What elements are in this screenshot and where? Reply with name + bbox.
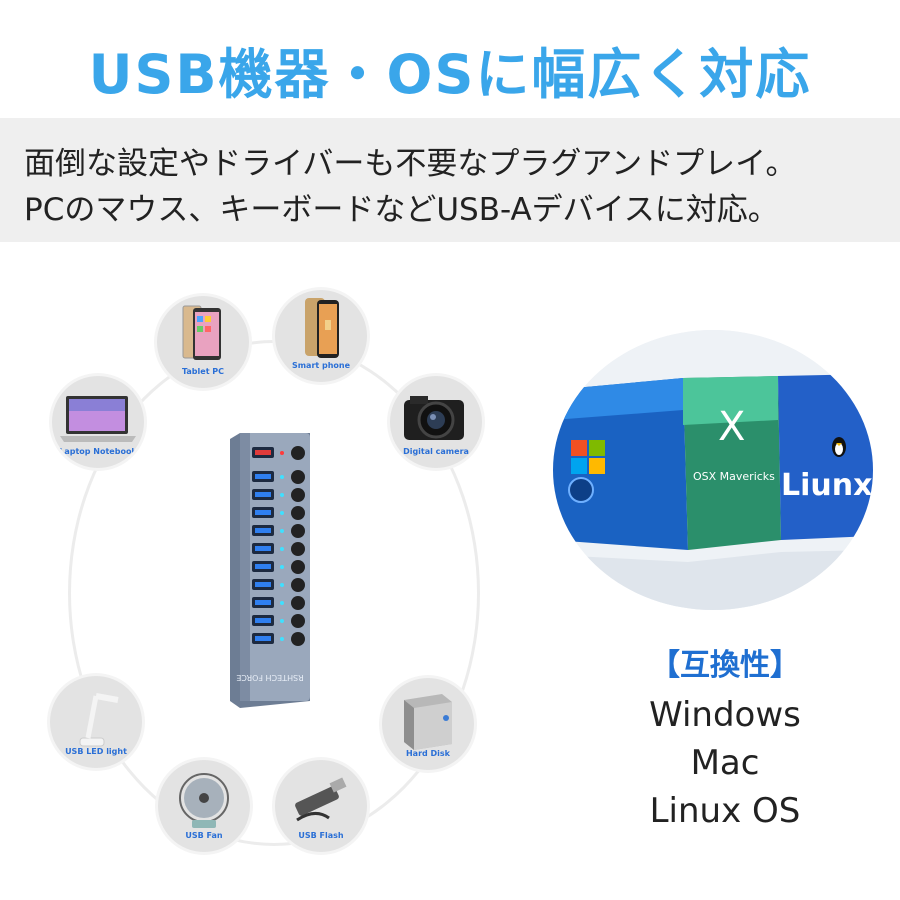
device-usb-fan: USB Fan [158,760,250,852]
os-screens-image: X OSX Mavericks Liunx [553,330,873,610]
device-label: Laptop Notebook [59,447,137,456]
os-image: X OSX Mavericks Liunx [553,330,873,610]
usb-flash-icon [295,777,347,822]
fan-icon [179,773,229,828]
camera-icon [404,396,464,440]
mac-x-icon: X [718,404,745,450]
device-usb-flash: USB Flash [275,760,367,852]
os-item-linux: Linux OS [649,791,801,831]
mac-text: OSX Mavericks [693,470,775,483]
os-item-mac: Mac [690,743,760,783]
windows-logo-icon [571,440,605,474]
os-item-windows: Windows [649,695,801,735]
hard-disk-icon [404,694,452,750]
tablet-icon [182,305,221,360]
page-title: USB機器・OSに幅広く対応 [88,43,812,106]
device-camera: Digital camera [390,376,482,468]
device-tablet: Tablet PC [157,296,249,388]
device-label: Hard Disk [405,749,450,758]
device-led-light: USB LED light [50,676,142,768]
intro-line-2: PCのマウス、キーボードなどUSB-Aデバイスに対応。 [24,192,779,228]
device-label: Tablet PC [181,367,225,376]
device-hard-disk: Hard Disk [382,678,474,770]
laptop-icon [60,396,136,442]
device-laptop: Laptop Notebook [52,376,144,468]
device-label: USB LED light [65,747,127,756]
smartphone-icon [305,298,339,358]
usb-hub: RSHTECH FORCE [230,433,320,708]
intro-band: 面倒な設定やドライバーも不要なプラグアンドプレイ。 PCのマウス、キーボードなど… [0,118,900,242]
device-label: Digital camera [403,447,469,456]
compatibility-title: 【互換性】 [650,648,800,683]
tux-icon [832,437,846,457]
device-label: USB Flash [298,831,344,840]
intro-line-1: 面倒な設定やドライバーも不要なプラグアンドプレイ。 [24,146,797,182]
desk-lamp-icon [79,693,119,747]
linux-text: Liunx [781,468,872,503]
device-smartphone: Smart phone [275,290,367,382]
device-label: USB Fan [185,831,223,840]
usb-hub-image: RSHTECH FORCE [230,433,310,708]
device-label: Smart phone [291,361,351,370]
hub-brand-text: RSHTECH FORCE [236,673,303,682]
device-ring [68,340,480,846]
